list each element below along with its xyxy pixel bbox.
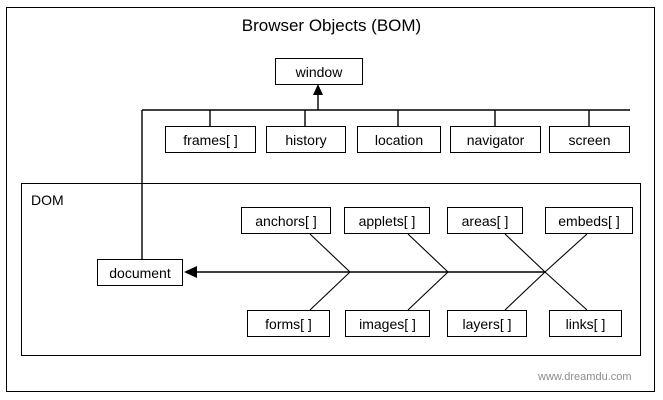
node-document-label: document: [109, 264, 171, 281]
node-forms-label: forms[ ]: [265, 315, 312, 332]
node-images[interactable]: images[ ]: [345, 310, 430, 337]
node-applets[interactable]: applets[ ]: [344, 207, 430, 234]
outer-border: [6, 7, 655, 392]
node-anchors-label: anchors[ ]: [255, 212, 317, 229]
dom-group-container: [21, 183, 641, 356]
node-screen[interactable]: screen: [549, 126, 630, 153]
node-anchors[interactable]: anchors[ ]: [241, 207, 331, 234]
node-embeds-label: embeds[ ]: [558, 212, 620, 229]
node-areas[interactable]: areas[ ]: [447, 207, 523, 234]
node-frames-label: frames[ ]: [183, 131, 238, 148]
node-forms[interactable]: forms[ ]: [247, 310, 330, 337]
node-window-label: window: [295, 63, 343, 80]
node-history[interactable]: history: [266, 126, 346, 153]
node-layers[interactable]: layers[ ]: [447, 310, 527, 337]
node-location-label: location: [374, 131, 424, 148]
node-history-label: history: [285, 131, 327, 148]
node-embeds[interactable]: embeds[ ]: [545, 207, 633, 234]
node-location[interactable]: location: [357, 126, 441, 153]
node-frames[interactable]: frames[ ]: [165, 126, 256, 153]
node-applets-label: applets[ ]: [358, 212, 416, 229]
page-title: Browser Objects (BOM): [241, 16, 422, 35]
watermark: www.dreamdu.com: [538, 371, 632, 383]
node-areas-label: areas[ ]: [461, 212, 509, 229]
node-layers-label: layers[ ]: [462, 315, 512, 332]
node-navigator[interactable]: navigator: [450, 126, 541, 153]
node-document[interactable]: document: [97, 259, 183, 286]
dom-group-label: DOM: [31, 192, 64, 208]
node-links[interactable]: links[ ]: [549, 310, 622, 337]
node-links-label: links[ ]: [565, 315, 606, 332]
node-navigator-label: navigator: [466, 131, 525, 148]
node-images-label: images[ ]: [359, 315, 416, 332]
node-screen-label: screen: [568, 131, 611, 148]
node-window[interactable]: window: [275, 58, 363, 85]
